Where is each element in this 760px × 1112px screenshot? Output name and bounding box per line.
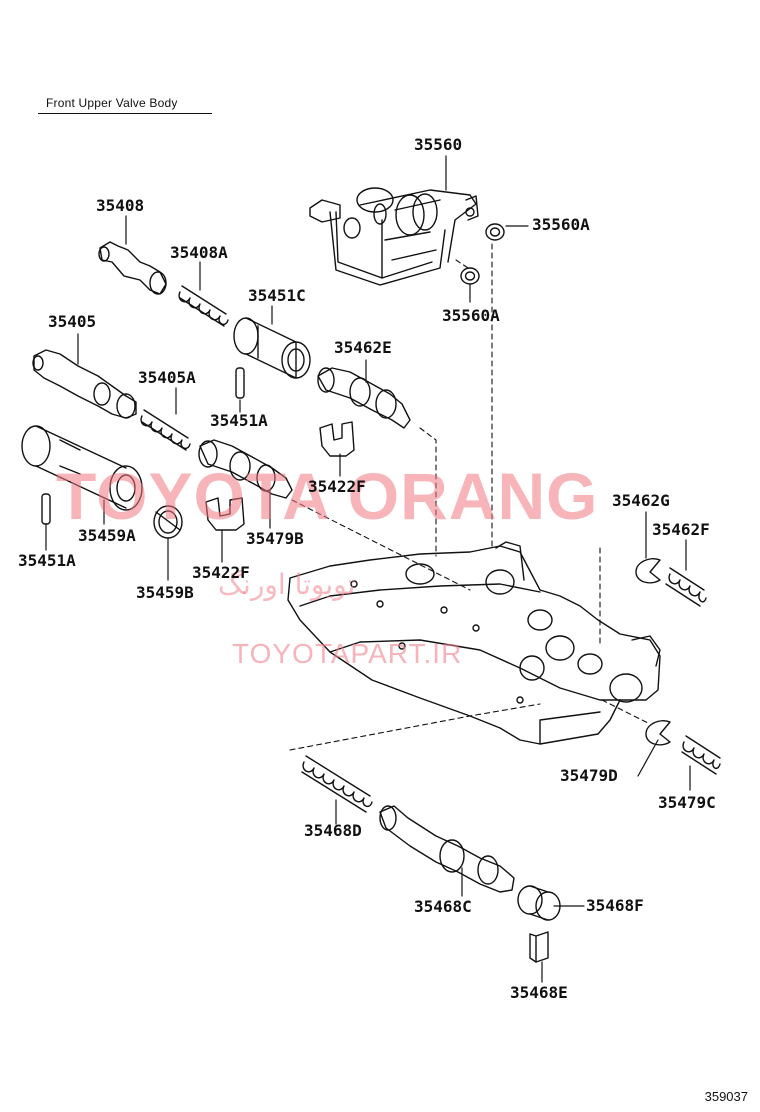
solenoid-35560	[309, 187, 479, 286]
part-label-35408[interactable]: 35408	[96, 196, 145, 215]
part-label-35560A-upper[interactable]: 35560A	[532, 215, 590, 234]
part-label-35451C[interactable]: 35451C	[248, 286, 306, 305]
pin-35451A-upper	[235, 367, 245, 399]
part-label-35479D[interactable]: 35479D	[560, 766, 618, 785]
part-label-35479B[interactable]: 35479B	[246, 529, 304, 548]
part-label-35462G[interactable]: 35462G	[612, 491, 670, 510]
part-label-35451A-lower[interactable]: 35451A	[18, 551, 76, 570]
part-label-35422F-lower[interactable]: 35422F	[192, 563, 250, 582]
part-label-35560[interactable]: 35560	[414, 135, 463, 154]
part-label-35468F[interactable]: 35468F	[586, 896, 644, 915]
part-label-35459A[interactable]: 35459A	[78, 526, 136, 545]
part-label-35462E[interactable]: 35462E	[334, 338, 392, 357]
part-label-35405A[interactable]: 35405A	[138, 368, 196, 387]
retainer-35422F-lower	[205, 497, 245, 531]
spring-35405A	[140, 409, 191, 451]
front-upper-valve-body	[287, 541, 661, 745]
watermark-arabic: تویوتا اورنگ	[218, 568, 356, 601]
part-label-35405[interactable]: 35405	[48, 312, 97, 331]
spring-35408A	[178, 285, 229, 327]
diagram-code: 359037	[704, 1089, 748, 1104]
o-ring-35560A-lower	[460, 267, 480, 285]
part-label-35560A-lower[interactable]: 35560A	[442, 306, 500, 325]
part-label-35451A-upper[interactable]: 35451A	[210, 411, 268, 430]
valve-35462E	[317, 367, 411, 429]
part-label-35468D[interactable]: 35468D	[304, 821, 362, 840]
part-label-35462F[interactable]: 35462F	[652, 520, 710, 539]
title-underline	[38, 113, 212, 114]
pin-35451A-lower	[41, 493, 51, 525]
watermark-main: TOYOTA ORANG	[56, 459, 599, 533]
plug-35451C	[233, 317, 311, 379]
sleeve-35459A	[21, 425, 143, 511]
valve-35468C	[379, 805, 515, 893]
diagram-title: Front Upper Valve Body	[46, 96, 178, 110]
part-label-35468C[interactable]: 35468C	[414, 897, 472, 916]
valve-35479B	[198, 439, 293, 499]
spring-35462F	[665, 567, 707, 607]
o-ring-35560A-upper	[485, 223, 505, 241]
part-label-35479C[interactable]: 35479C	[658, 793, 716, 812]
key-35468E	[529, 931, 549, 963]
spring-35468D	[301, 755, 373, 813]
clip-35462G	[635, 558, 661, 584]
valve-35405	[32, 349, 137, 419]
plug-35468F	[517, 885, 561, 921]
ring-35459B	[153, 505, 183, 539]
assembly-dashed-lines	[289, 243, 651, 751]
part-label-35422F-upper[interactable]: 35422F	[308, 477, 366, 496]
spring-35479C	[681, 735, 721, 775]
clip-35479D	[645, 720, 671, 746]
watermark-site: TOYOTAPART.IR	[232, 638, 463, 669]
part-label-35459B[interactable]: 35459B	[136, 583, 194, 602]
leader-lines	[45, 155, 691, 983]
retainer-35422F-upper	[319, 421, 355, 457]
part-label-35468E[interactable]: 35468E	[510, 983, 568, 1002]
part-label-35408A[interactable]: 35408A	[170, 243, 228, 262]
valve-35408	[98, 241, 167, 295]
